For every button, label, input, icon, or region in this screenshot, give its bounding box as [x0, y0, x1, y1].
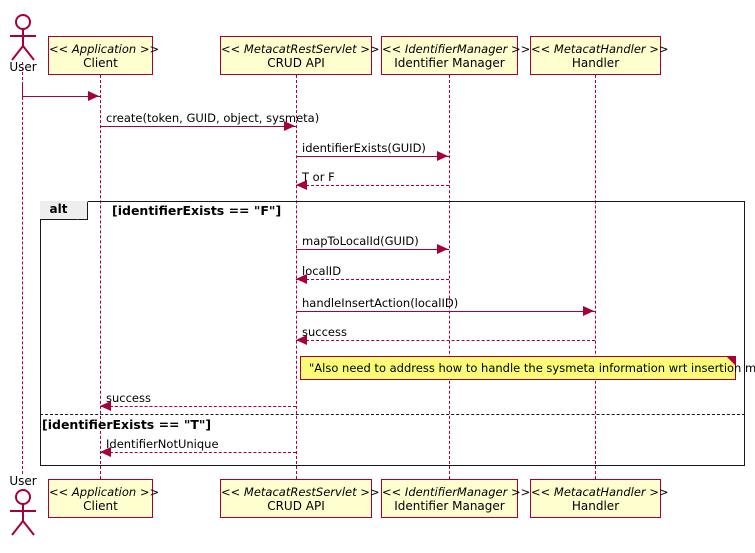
message-arrowhead-2: [437, 151, 448, 161]
message-line-8: [100, 406, 296, 407]
participant-box-handler-bottom[interactable]: << MetacatHandler >> Handler: [530, 479, 669, 518]
message-label-3: T or F: [302, 170, 335, 184]
message-line-7: [296, 340, 595, 341]
lifeline-client: [100, 75, 101, 479]
message-arrowhead-9: [100, 447, 111, 457]
participant-stereotype-idmgr-bottom: << IdentifierManager >>: [382, 485, 531, 499]
alt-guard-1: [identifierExists == "F"]: [112, 203, 282, 218]
message-line-1: [100, 126, 296, 127]
alt-fragment-divider: [40, 414, 745, 415]
message-arrowhead-7: [296, 335, 307, 345]
participant-name-idmgr: Identifier Manager: [394, 56, 505, 71]
participant-box-crud-top[interactable]: << MetacatRestServlet >> CRUD API: [220, 36, 380, 75]
participant-name-handler: Handler: [571, 56, 620, 71]
message-label-8: success: [106, 391, 151, 405]
message-line-9: [100, 452, 296, 453]
message-line-5: [296, 279, 449, 280]
participant-box-client-bottom[interactable]: << Application >> Client: [48, 479, 160, 518]
participant-box-client-top[interactable]: << Application >> Client: [48, 36, 160, 75]
message-arrowhead-5: [296, 274, 307, 284]
participant-name-handler-bottom: Handler: [571, 499, 620, 514]
actor-user-bottom: [10, 489, 36, 536]
alt-guard-2: [identifierExists == "T"]: [42, 417, 212, 432]
message-line-0-stub: [22, 84, 23, 96]
message-label-2: identifierExists(GUID): [302, 141, 426, 155]
participant-box-handler-top[interactable]: << MetacatHandler >> Handler: [530, 36, 669, 75]
message-arrowhead-3: [296, 180, 307, 190]
participant-stereotype-handler: << MetacatHandler >>: [531, 42, 669, 56]
message-arrowhead-6: [583, 306, 594, 316]
participant-name-crud: CRUD API: [267, 56, 325, 71]
message-label-7: success: [302, 325, 347, 339]
participant-stereotype-crud: << MetacatRestServlet >>: [221, 42, 380, 56]
alt-fragment-frame: [40, 201, 745, 466]
participant-stereotype-handler-bottom: << MetacatHandler >>: [531, 485, 669, 499]
participant-box-crud-bottom[interactable]: << MetacatRestServlet >> CRUD API: [220, 479, 380, 518]
message-arrowhead-0: [88, 91, 99, 101]
actor-label-user-bottom: User: [9, 474, 37, 488]
alt-fragment-operator-tab: alt: [40, 201, 88, 220]
participant-stereotype-client: << Application >>: [49, 42, 160, 56]
lifeline-handler: [595, 75, 596, 479]
message-label-9: IdentifierNotUnique: [106, 437, 219, 451]
message-line-3: [296, 185, 449, 186]
message-label-5: localID: [302, 264, 342, 278]
lifeline-idmgr: [449, 75, 450, 479]
note-fold-corner: [727, 357, 736, 366]
participant-stereotype-client-bottom: << Application >>: [49, 485, 160, 499]
participant-name-idmgr-bottom: Identifier Manager: [394, 499, 505, 514]
message-arrowhead-1: [284, 121, 295, 131]
message-line-6: [296, 311, 595, 312]
message-label-1: create(token, GUID, object, sysmeta): [106, 111, 320, 125]
participant-box-idmgr-bottom[interactable]: << IdentifierManager >> Identifier Manag…: [381, 479, 531, 518]
message-label-6: handleInsertAction(localID): [302, 296, 459, 310]
participant-stereotype-crud-bottom: << MetacatRestServlet >>: [221, 485, 380, 499]
participant-name-client-bottom: Client: [83, 499, 118, 514]
participant-box-idmgr-top[interactable]: << IdentifierManager >> Identifier Manag…: [381, 36, 531, 75]
participant-name-crud-bottom: CRUD API: [267, 499, 325, 514]
note-sysmeta: "Also need to address how to handle the …: [300, 356, 755, 380]
participant-name-client: Client: [83, 56, 118, 71]
message-label-4: mapToLocalId(GUID): [302, 234, 419, 248]
actor-label-user-top: User: [9, 60, 37, 74]
actor-user-top: [10, 14, 36, 61]
message-line-0: [22, 96, 100, 97]
participant-stereotype-idmgr: << IdentifierManager >>: [382, 42, 531, 56]
message-arrowhead-4: [437, 244, 448, 254]
lifeline-user: [22, 62, 23, 474]
message-arrowhead-8: [100, 401, 111, 411]
message-line-4: [296, 249, 449, 250]
message-line-2: [296, 156, 449, 157]
